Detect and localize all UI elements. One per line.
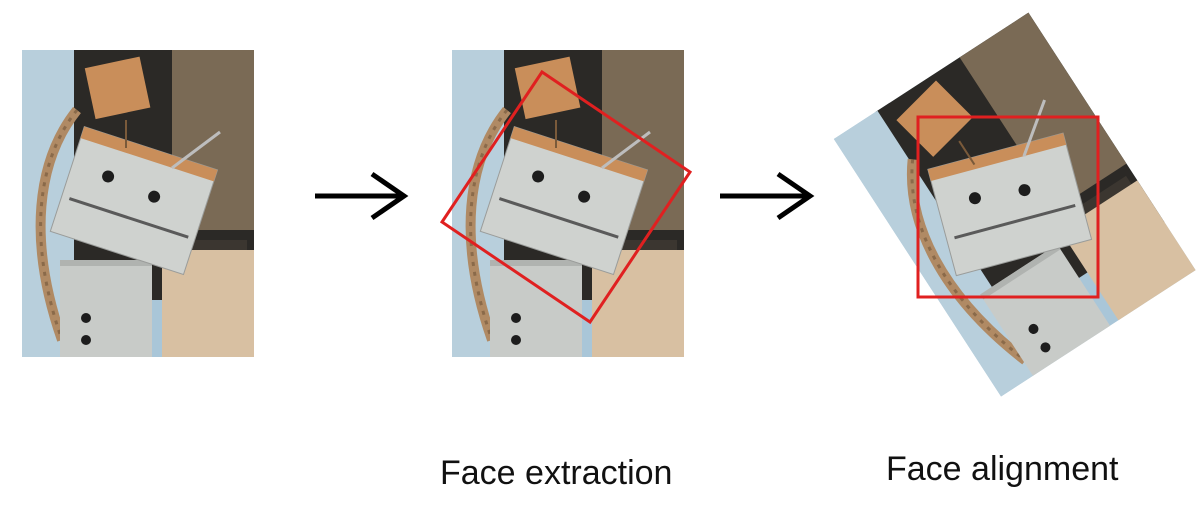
right-arrow-icon bbox=[315, 171, 409, 221]
extraction-photo bbox=[452, 50, 684, 357]
face-bounding-box bbox=[439, 69, 693, 325]
right-arrow-icon bbox=[720, 171, 815, 221]
caption-face-alignment: Face alignment bbox=[886, 450, 1119, 488]
original-photo bbox=[22, 50, 254, 357]
aligned-photo bbox=[834, 13, 1196, 397]
caption-face-extraction: Face extraction bbox=[440, 454, 673, 492]
aligned-face-box bbox=[916, 115, 1100, 299]
